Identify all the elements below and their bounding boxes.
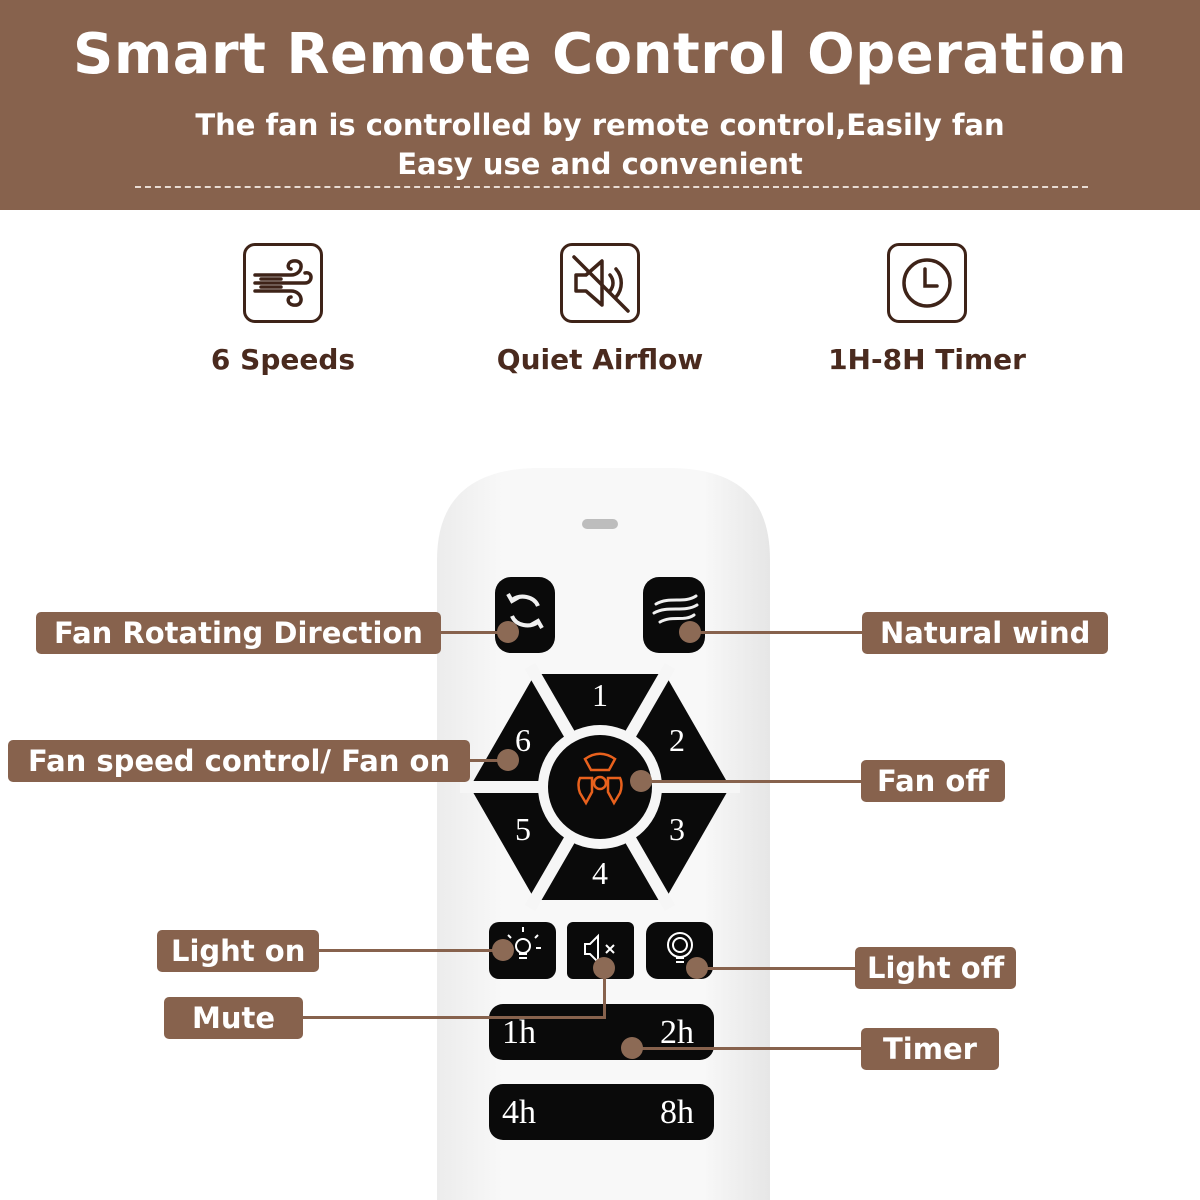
feature-timer: 1H-8H Timer xyxy=(807,243,1047,376)
callout-dot xyxy=(497,621,519,643)
callout-fan-speed-control: Fan speed control/ Fan on xyxy=(8,740,471,782)
callout-dot xyxy=(630,770,652,792)
callout-light-off: Light off xyxy=(855,947,1017,989)
feature-label: Quiet Airflow xyxy=(496,343,704,376)
mute-speaker-icon xyxy=(560,243,640,323)
callout-dot xyxy=(593,957,615,979)
speed-key-3: 3 xyxy=(669,811,685,847)
callout-timer: Timer xyxy=(861,1028,999,1070)
speed-key-1: 1 xyxy=(592,677,608,713)
callout-dot xyxy=(492,939,514,961)
speed-key-2: 2 xyxy=(669,722,685,758)
wind-waves-icon xyxy=(652,594,699,624)
wind-icon xyxy=(243,243,323,323)
callout-line xyxy=(603,968,606,1019)
callout-line xyxy=(690,631,865,634)
light-bulb-off-icon xyxy=(667,932,693,963)
dashed-divider xyxy=(135,186,1088,188)
callout-mute: Mute xyxy=(164,997,304,1039)
callout-dot xyxy=(686,957,708,979)
speed-key-6: 6 xyxy=(515,722,531,758)
led-indicator xyxy=(582,519,618,529)
timer-8h: 8h xyxy=(660,1094,694,1131)
light-on-key xyxy=(489,922,556,979)
callout-fan-rotating-direction: Fan Rotating Direction xyxy=(36,612,441,654)
natural-wind-key xyxy=(643,577,705,653)
feature-label: 1H-8H Timer xyxy=(828,343,1026,376)
speed-key-4: 4 xyxy=(592,855,608,891)
timer-2h: 2h xyxy=(660,1014,694,1051)
feature-label: 6 Speeds xyxy=(210,343,356,376)
clock-icon xyxy=(887,243,967,323)
timer-1h: 1h xyxy=(502,1014,536,1051)
speed-key-5: 5 xyxy=(515,811,531,847)
callout-line xyxy=(697,967,857,970)
timer-key-4h-8h xyxy=(489,1084,714,1140)
callout-light-on: Light on xyxy=(157,930,320,972)
callout-dot xyxy=(621,1037,643,1059)
page-title: Smart Remote Control Operation xyxy=(73,22,1127,87)
timer-4h: 4h xyxy=(502,1094,536,1131)
speed-hexagon xyxy=(460,662,740,912)
fan-off-key xyxy=(548,735,652,839)
callout-line xyxy=(641,780,863,783)
light-bulb-on-icon xyxy=(505,927,541,959)
subtitle-line-2: Easy use and convenient xyxy=(397,147,803,181)
speed-key-labels: 1 2 3 4 5 6 xyxy=(515,677,685,891)
callout-line xyxy=(302,949,503,952)
mute-key xyxy=(567,922,634,979)
callout-line xyxy=(632,1047,863,1050)
callout-line xyxy=(294,1016,606,1019)
callout-natural-wind: Natural wind xyxy=(862,612,1109,654)
callout-dot xyxy=(497,749,519,771)
callout-line xyxy=(400,631,508,634)
feature-6-speeds: 6 Speeds xyxy=(163,243,403,376)
fan-icon xyxy=(577,752,623,806)
feature-quiet-airflow: Quiet Airflow xyxy=(480,243,720,376)
rotate-arrows-icon xyxy=(506,593,544,629)
subtitle-line-1: The fan is controlled by remote control,… xyxy=(195,108,1005,142)
callout-fan-off: Fan off xyxy=(861,760,1005,802)
callout-dot xyxy=(679,621,701,643)
header-banner: Smart Remote Control Operation The fan i… xyxy=(0,0,1200,210)
